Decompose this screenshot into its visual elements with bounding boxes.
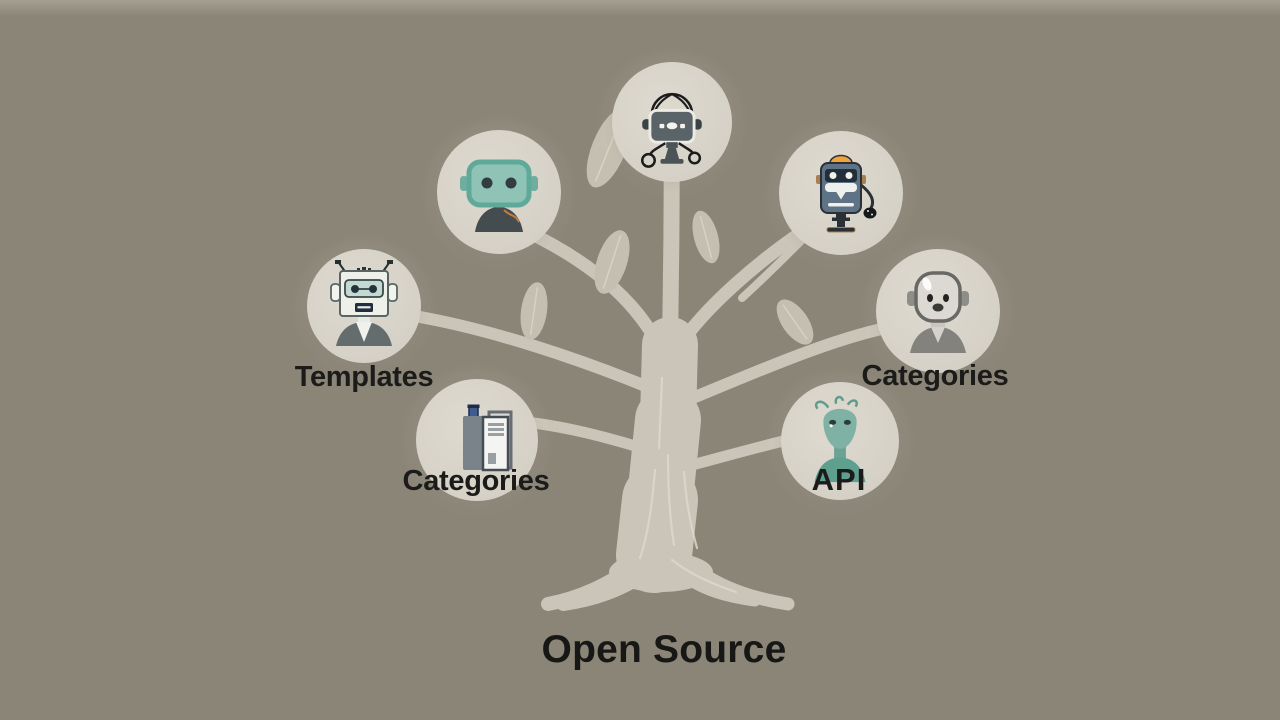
android-head-icon [907, 271, 969, 353]
node-categories-right [876, 249, 1000, 373]
trunk-texture-lines [638, 376, 738, 594]
teal-monitor-robot-icon [460, 159, 538, 232]
teal-alien-icon [814, 395, 866, 483]
label-api: API [811, 462, 867, 497]
leaf-icon [520, 282, 548, 340]
node-templates [307, 249, 421, 363]
leaf-icon [594, 230, 630, 294]
node-robot-tripod [612, 62, 732, 182]
label-categories-left: Categories [402, 465, 550, 497]
node-robot-teal-monitor [437, 130, 561, 254]
orange-cap-robot-icon [816, 154, 877, 233]
node-robot-orange-cap [779, 131, 903, 255]
node-categories-left [416, 379, 538, 501]
label-categories-right: Categories [861, 360, 1009, 392]
page-title: Open Source [541, 628, 787, 671]
label-templates: Templates [294, 361, 434, 393]
trunk-base [609, 552, 713, 592]
node-api [781, 382, 899, 500]
open-book-icon [463, 404, 513, 472]
tripod-robot-icon [640, 92, 702, 168]
leaf-icon [776, 299, 814, 345]
leaf-icon [692, 210, 720, 264]
visor-robot-icon [330, 260, 398, 346]
